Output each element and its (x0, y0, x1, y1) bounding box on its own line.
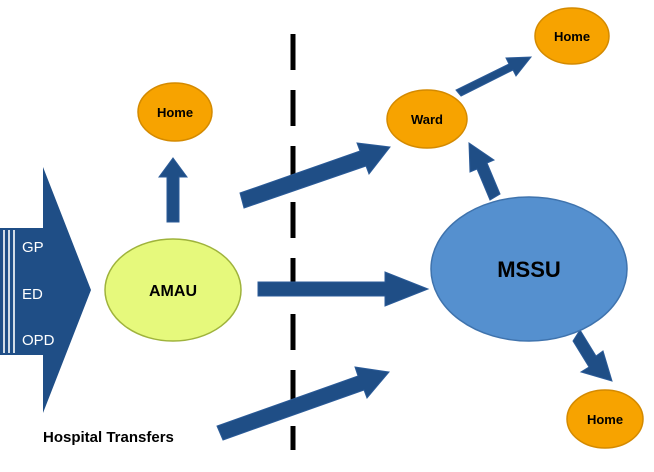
source-ed-label: ED (22, 286, 43, 303)
arrow-amau-to-home (158, 157, 188, 223)
home-amau-label: Home (157, 105, 193, 120)
ward-label: Ward (411, 112, 443, 127)
node-home-ward: Home (534, 7, 610, 65)
node-ward: Ward (386, 89, 468, 149)
arrow-mssu-to-home (572, 329, 613, 382)
home-mssu-label: Home (587, 412, 623, 427)
flow-arrows (158, 56, 613, 441)
source-opd-label: OPD (22, 332, 55, 349)
arrow-transfers-to-mssu (216, 366, 390, 441)
arrow-mssu-to-ward (468, 142, 501, 201)
amau-label: AMAU (149, 283, 197, 300)
node-mssu: MSSU (430, 196, 628, 342)
node-home-amau: Home (137, 82, 213, 142)
node-home-mssu: Home (566, 389, 644, 449)
arrow-ward-to-home (455, 56, 533, 97)
arrow-amau-to-ward (239, 142, 391, 209)
source-gp-label: GP (22, 239, 44, 256)
hospital-transfers-label: Hospital Transfers (43, 429, 174, 446)
mssu-label: MSSU (497, 257, 561, 282)
node-amau: AMAU (104, 238, 242, 342)
home-ward-label: Home (554, 29, 590, 44)
arrow-amau-to-mssu (257, 271, 430, 307)
intake-arrow: GP ED OPD (0, 167, 91, 413)
